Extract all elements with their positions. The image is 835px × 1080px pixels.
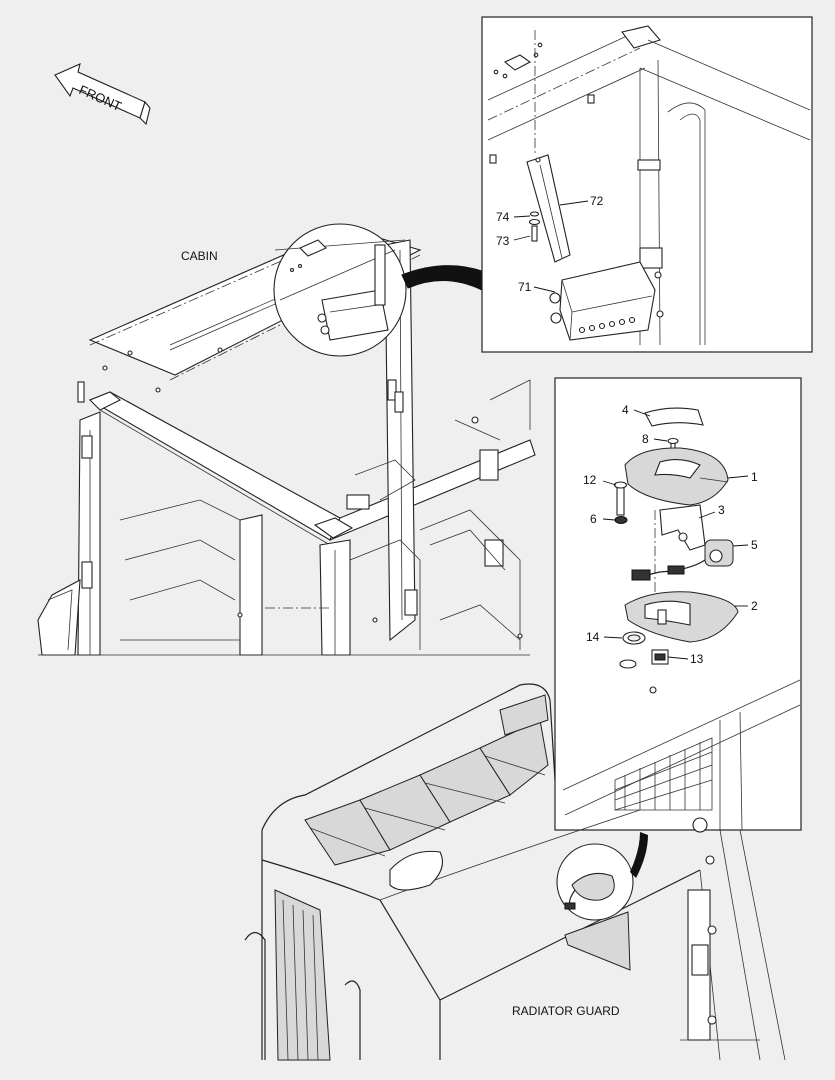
callout-5: 5	[751, 538, 758, 552]
callout-14: 14	[586, 630, 600, 644]
cabin-frame: CABIN	[37, 227, 536, 656]
callout-73: 73	[496, 234, 510, 248]
callout-4: 4	[622, 403, 629, 417]
detail-box-top: 72 74 73 71	[481, 16, 813, 353]
callout-12: 12	[583, 473, 597, 487]
callout-2: 2	[751, 599, 758, 613]
callout-3: 3	[718, 503, 725, 517]
callout-1: 1	[751, 470, 758, 484]
cabin-detail-circle	[273, 223, 486, 357]
callout-71: 71	[518, 280, 532, 294]
callout-72: 72	[590, 194, 604, 208]
radiator-guard: RADIATOR GUARD	[244, 683, 786, 1061]
cabin-label: CABIN	[181, 249, 218, 263]
grille-hatch-right	[614, 742, 713, 811]
top-grille-panels	[304, 694, 549, 866]
callout-13: 13	[690, 652, 704, 666]
callout-6: 6	[590, 512, 597, 526]
callout-74: 74	[496, 210, 510, 224]
callout-8: 8	[642, 432, 649, 446]
front-arrow: FRONT	[54, 63, 151, 126]
side-grille-left	[274, 889, 331, 1061]
detail-box-right: 4 8 1 12 3 6 5 2 14 13	[554, 377, 802, 833]
light-lens-dots	[578, 316, 636, 334]
radiator-guard-label: RADIATOR GUARD	[512, 1004, 620, 1018]
